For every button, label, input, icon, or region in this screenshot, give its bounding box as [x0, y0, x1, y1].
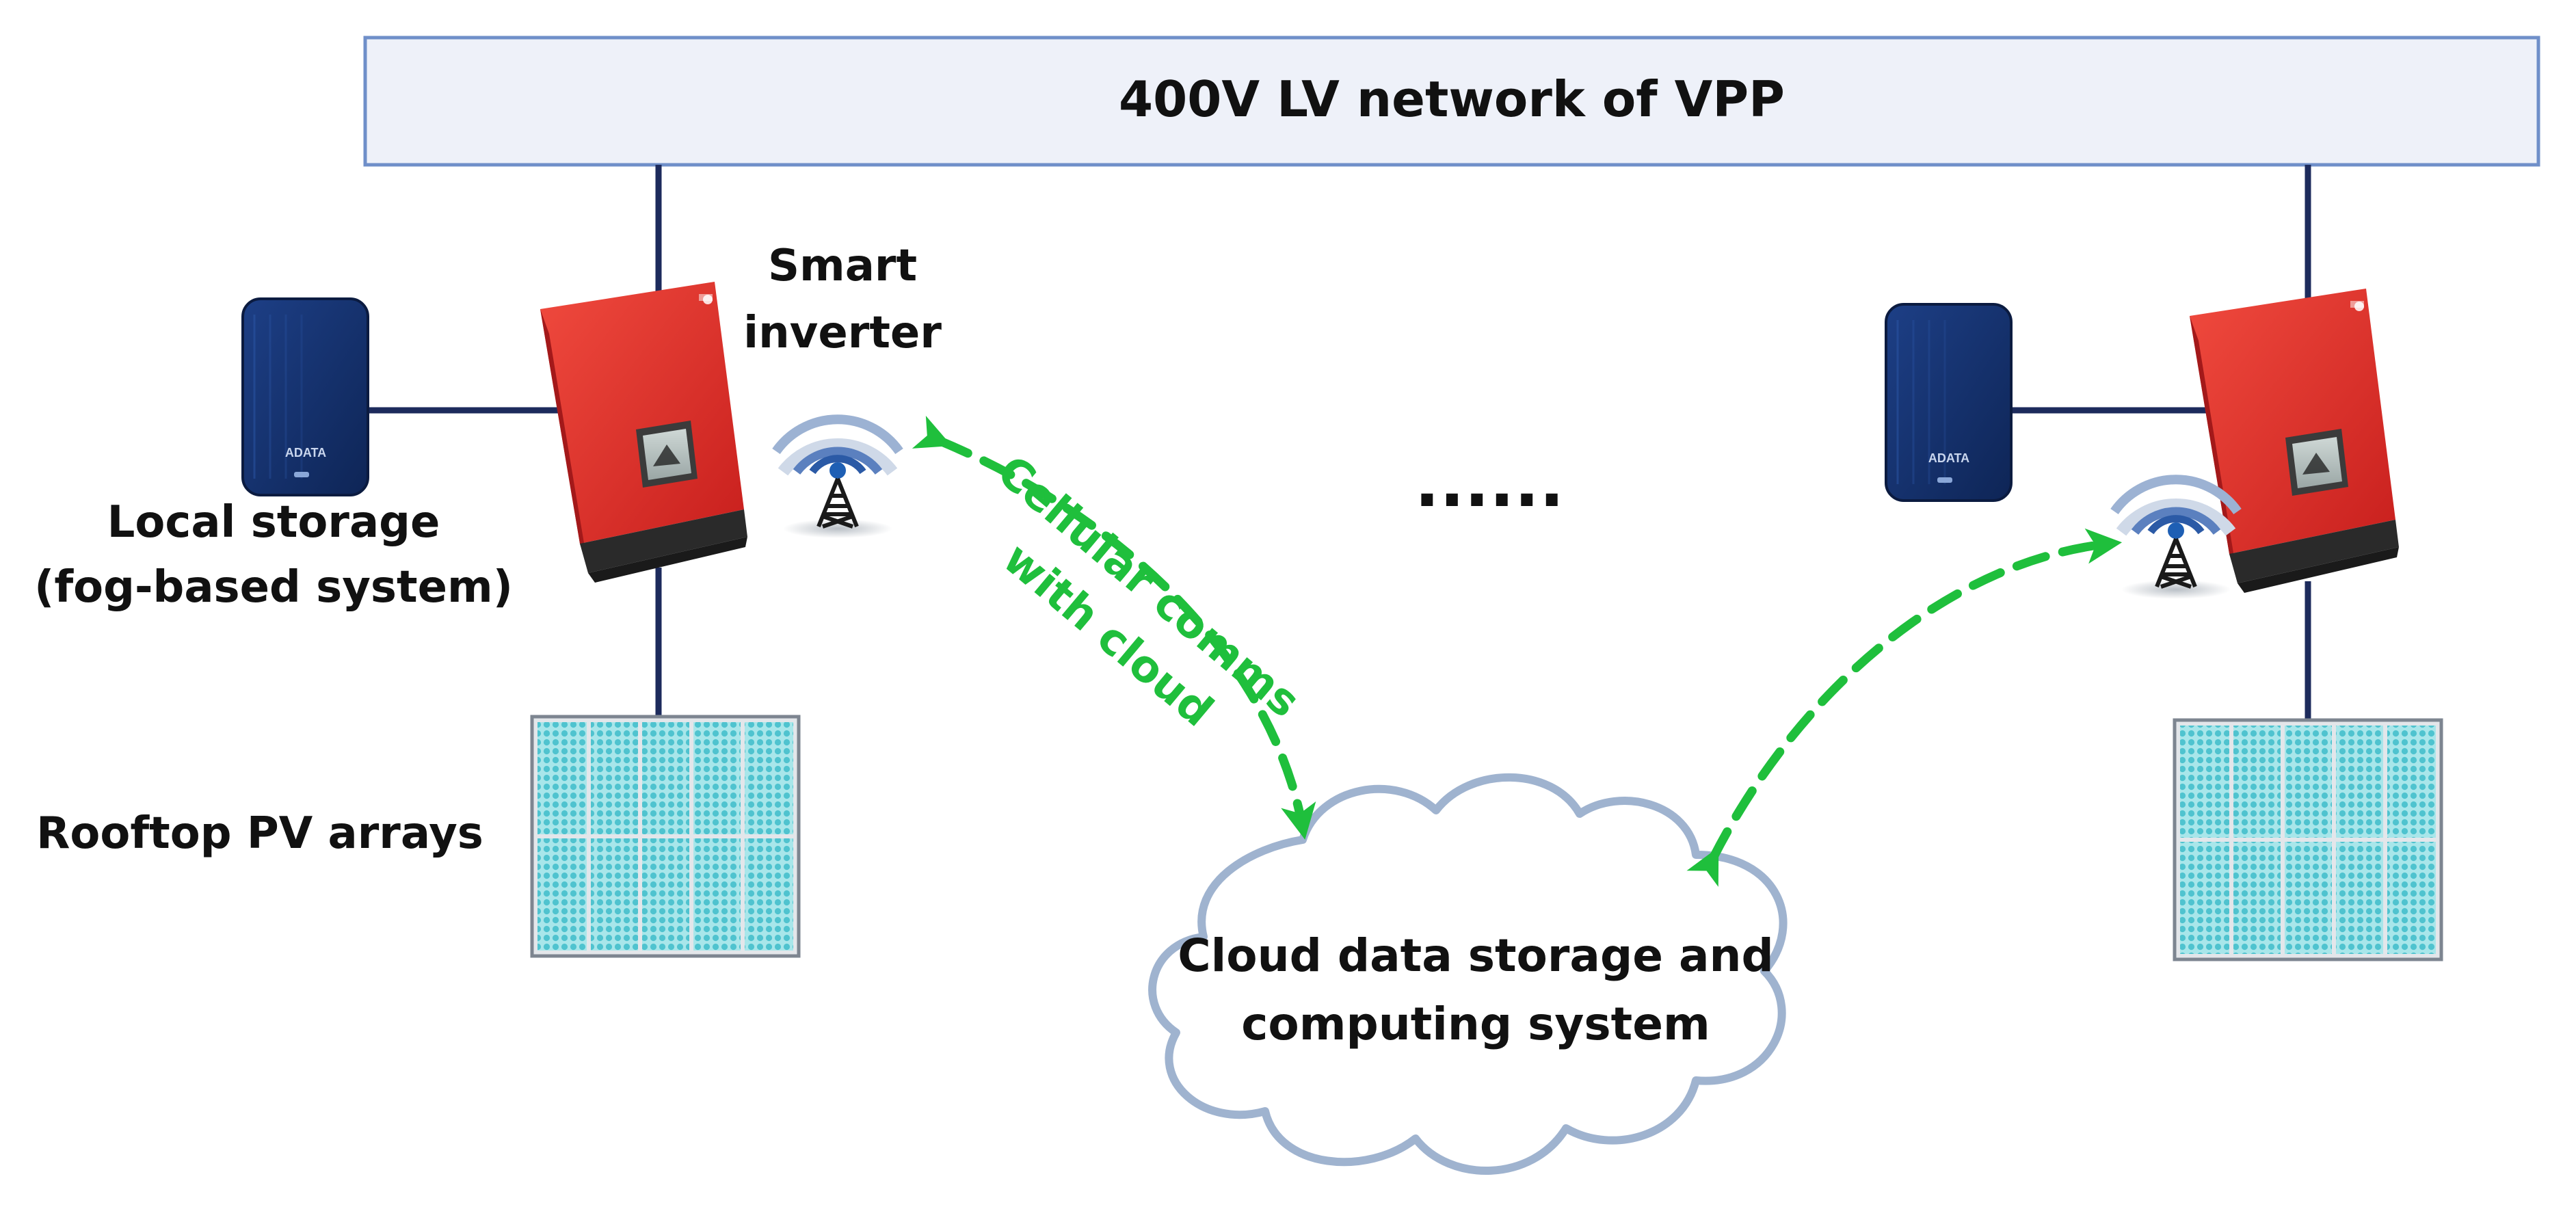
left-inverter [540, 282, 747, 583]
lv-network-label: 400V LV network of VPP [1119, 70, 1785, 128]
lv-network-box [363, 36, 2540, 167]
cloud-label-line1: Cloud data storage and [1178, 929, 1773, 982]
comms-links [912, 415, 2123, 887]
solar-panel-icon [2173, 718, 2443, 961]
right-inverter [2190, 289, 2399, 593]
hard-drive-icon: ADATA [241, 297, 369, 496]
left-comms-arrow [912, 415, 1316, 840]
left-inverter-label-line1: Smart [768, 241, 917, 291]
hard-drive-icon: ADATA [1885, 303, 2013, 502]
right-storage-brand: ADATA [1928, 451, 1969, 465]
more-sites-ellipsis: ...... [1415, 445, 1565, 522]
lv-network-bus: 400V LV network of VPP [363, 36, 2540, 167]
inverter-icon [2190, 289, 2399, 593]
right-antenna [2110, 475, 2242, 599]
right-storage-device: ADATA [1885, 303, 2013, 502]
antenna-tower-icon [772, 414, 903, 538]
left-storage-label-line1: Local storage [107, 497, 440, 548]
cloud-system: Cloud data storage and computing system [1148, 773, 1788, 1175]
pv-label: Rooftop PV arrays [36, 808, 483, 859]
left-storage-label-line2: (fog-based system) [34, 562, 513, 613]
cloud-icon [1148, 773, 1788, 1175]
left-antenna [772, 414, 903, 538]
right-comms-arrow [1686, 528, 2123, 887]
left-storage-device: ADATA [241, 297, 369, 496]
left-pv-array [530, 715, 801, 958]
bus-wiring [365, 165, 2311, 721]
left-inverter-label-line2: inverter [743, 308, 942, 358]
comms-label: Cellular comms with cloud [987, 446, 1310, 736]
inverter-icon [540, 282, 747, 583]
solar-panel-icon [530, 715, 801, 958]
right-pv-array [2173, 718, 2443, 961]
left-storage-brand: ADATA [285, 446, 326, 460]
antenna-tower-icon [2110, 475, 2242, 599]
cloud-label-line2: computing system [1241, 998, 1710, 1050]
